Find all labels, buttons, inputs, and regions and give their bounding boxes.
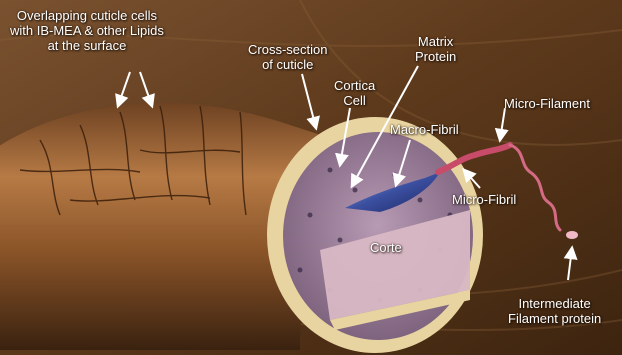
label-overlapping-line3: at the surface xyxy=(10,38,164,53)
label-cross-section: Cross-section of cuticle xyxy=(248,42,327,72)
label-micro-fibril: Micro-Fibril xyxy=(452,192,516,207)
label-cross-section-line2: of cuticle xyxy=(248,57,327,72)
label-macro-fibril-text: Macro-Fibril xyxy=(390,122,459,137)
label-macro-fibril: Macro-Fibril xyxy=(390,122,459,137)
label-micro-filament: Micro-Filament xyxy=(504,96,590,111)
label-micro-fibril-text: Micro-Fibril xyxy=(452,192,516,207)
label-overlapping-cuticle: Overlapping cuticle cells with IB-MEA & … xyxy=(10,8,164,53)
label-matrix-protein: Matrix Protein xyxy=(415,34,456,64)
label-overlapping-line2: with IB-MEA & other Lipids xyxy=(10,23,164,38)
label-overlapping-line1: Overlapping cuticle cells xyxy=(10,8,164,23)
label-matrix-line2: Protein xyxy=(415,49,456,64)
label-cortica-line2: Cell xyxy=(334,93,375,108)
label-matrix-line1: Matrix xyxy=(415,34,456,49)
label-corte-text: Corte xyxy=(370,240,402,255)
label-cortica-line1: Cortica xyxy=(334,78,375,93)
label-intermediate-line1: Intermediate xyxy=(508,296,601,311)
label-cross-section-line1: Cross-section xyxy=(248,42,327,57)
label-intermediate-filament: Intermediate Filament protein xyxy=(508,296,601,326)
intermediate-filament-end xyxy=(566,231,578,239)
label-cortica-cell: Cortica Cell xyxy=(334,78,375,108)
label-corte: Corte xyxy=(370,240,402,255)
label-intermediate-line2: Filament protein xyxy=(508,311,601,326)
label-micro-filament-text: Micro-Filament xyxy=(504,96,590,111)
